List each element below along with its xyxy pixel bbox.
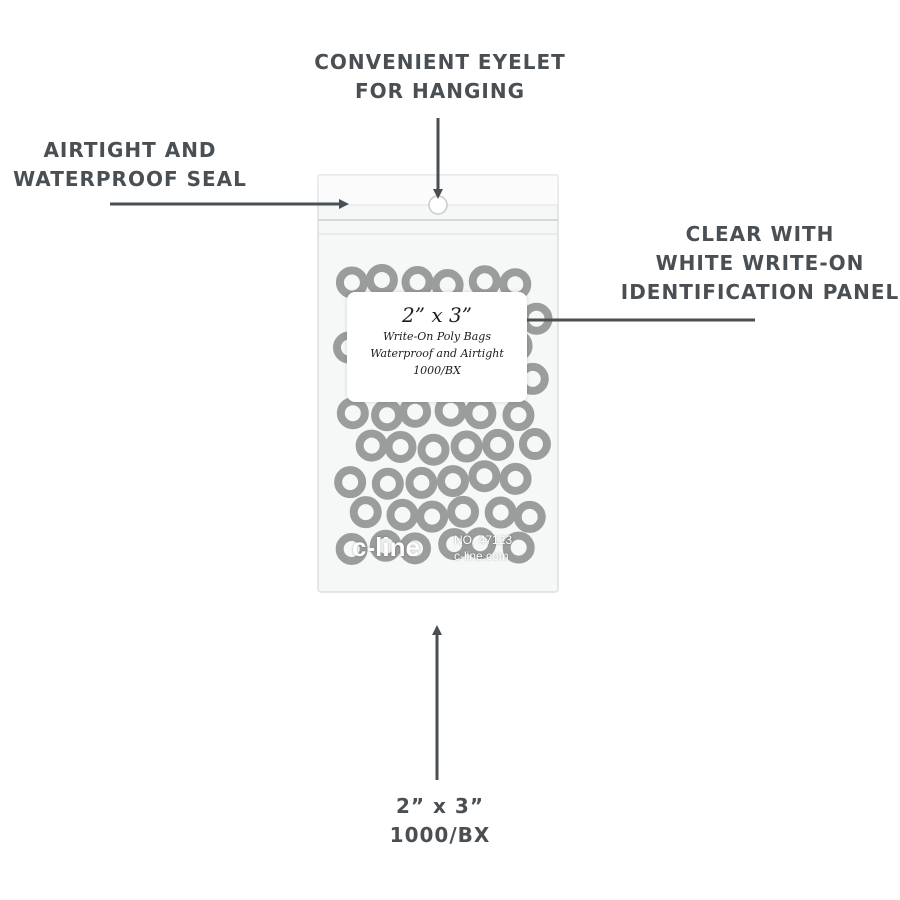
washer: [482, 428, 515, 461]
washer: [502, 531, 535, 564]
washer: [384, 430, 417, 463]
washer: [502, 399, 535, 432]
washer: [499, 462, 532, 495]
washer: [386, 498, 419, 531]
washer: [405, 466, 438, 499]
washer: [513, 500, 546, 533]
callout-size-line-2: 1000/BX: [389, 823, 491, 847]
callout-eyelet: CONVENIENT EYELET FOR HANGING: [310, 48, 570, 106]
write-on-label-panel: 2” x 3” Write-On Poly Bags Waterproof an…: [347, 292, 527, 402]
washer: [450, 430, 483, 463]
washer: [335, 532, 368, 565]
washer: [417, 433, 450, 466]
washer: [334, 466, 367, 499]
label-size: 2” x 3”: [402, 303, 472, 327]
washer: [416, 500, 449, 533]
model-number: NO. 47123: [454, 533, 513, 547]
label-line-1: Write-On Poly Bags: [383, 330, 491, 343]
callout-eyelet-line-1: CONVENIENT EYELET: [314, 50, 566, 74]
washer: [371, 399, 404, 432]
callout-seal-line-1: AIRTIGHT AND: [43, 138, 217, 162]
eyelet-hole: [428, 195, 448, 215]
washer: [436, 465, 469, 498]
washer: [349, 496, 382, 529]
washer: [468, 460, 501, 493]
website: c-line.com: [454, 549, 509, 563]
callout-size: 2” x 3” 1000/BX: [340, 792, 540, 850]
washer: [355, 429, 388, 462]
washer: [484, 496, 517, 529]
washer: [518, 428, 551, 461]
washer: [365, 263, 398, 296]
callout-panel-line-2: WHITE WRITE-ON: [655, 251, 865, 275]
callout-seal-line-2: WATERPROOF SEAL: [13, 167, 247, 191]
callout-panel-line-3: IDENTIFICATION PANEL: [620, 280, 900, 304]
washer: [371, 467, 404, 500]
washer: [464, 527, 497, 560]
callout-seal: AIRTIGHT AND WATERPROOF SEAL: [10, 136, 250, 194]
label-line-2: Waterproof and Airtight: [370, 347, 504, 360]
callout-panel: CLEAR WITH WHITE WRITE-ON IDENTIFICATION…: [610, 220, 900, 307]
washer: [399, 532, 432, 565]
model-info: NO. 47123 c-line.com: [454, 532, 512, 564]
washer: [447, 495, 480, 528]
callout-panel-line-1: CLEAR WITH: [685, 222, 835, 246]
washer: [369, 529, 402, 562]
callout-size-line-1: 2” x 3”: [396, 794, 484, 818]
callout-eyelet-line-2: FOR HANGING: [355, 79, 525, 103]
label-line-3: 1000/BX: [413, 364, 461, 377]
brand-logo: c-line: [352, 532, 420, 562]
